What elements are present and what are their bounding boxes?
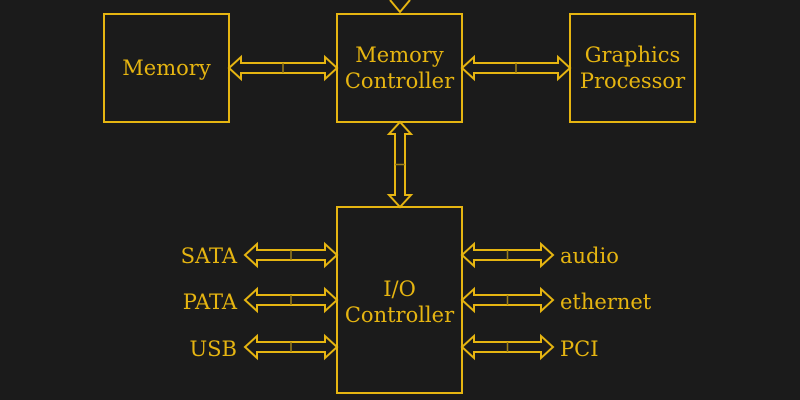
memory-block-label: Memory [122, 56, 211, 80]
top-incoming-arrow [389, 0, 411, 14]
graphics-processor-block: Graphics Processor [569, 13, 696, 123]
bus-arrow-outline [460, 333, 555, 361]
bus-arrow-outline [243, 241, 339, 269]
memory-block: Memory [103, 13, 230, 123]
io-controller-block: I/O Controller [336, 206, 463, 394]
io-controller-label-line1: I/O [383, 277, 416, 301]
bus-memory-to-memory-controller [227, 54, 339, 82]
io-right-label-audio: audio [560, 244, 619, 268]
bus-arrow-outline [460, 241, 555, 269]
io-left-label-usb: USB [189, 337, 237, 361]
bus-arrow-outline [243, 333, 339, 361]
io-left-label-sata: SATA [181, 244, 238, 268]
graphics-processor-label-line1: Graphics [585, 43, 681, 67]
memory-controller-label-line2: Controller [345, 69, 455, 93]
memory-controller-label-line1: Memory [355, 43, 444, 67]
bus-memory-controller-to-graphics [460, 54, 572, 82]
io-left-bus-2 [243, 333, 339, 361]
bus-arrow-outline [460, 54, 572, 82]
io-right-label-pci: PCI [560, 337, 599, 361]
io-right-bus-0 [460, 241, 555, 269]
io-right-bus-1 [460, 286, 555, 314]
io-controller-label-line2: Controller [345, 303, 455, 327]
bus-arrow-outline [243, 286, 339, 314]
graphics-processor-label-line2: Processor [580, 69, 686, 93]
io-left-bus-0 [243, 241, 339, 269]
bus-arrow-outline [460, 286, 555, 314]
io-left-bus-1 [243, 286, 339, 314]
bus-memory-controller-to-io-controller [386, 120, 414, 209]
io-right-label-ethernet: ethernet [560, 290, 652, 314]
io-right-bus-2 [460, 333, 555, 361]
bus-arrow-outline [227, 54, 339, 82]
bus-arrow-outline [386, 120, 414, 209]
memory-controller-block: Memory Controller [336, 13, 463, 123]
io-left-label-pata: PATA [183, 290, 238, 314]
